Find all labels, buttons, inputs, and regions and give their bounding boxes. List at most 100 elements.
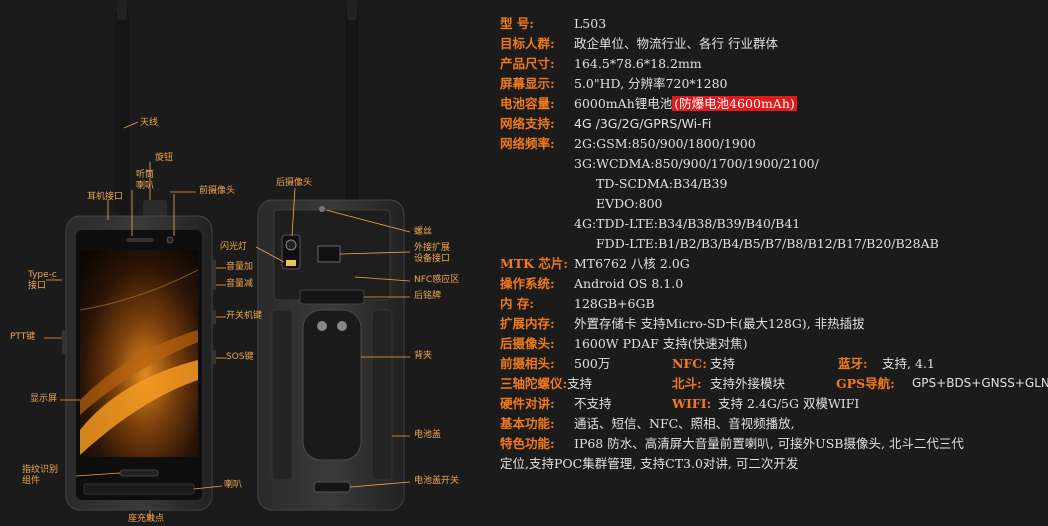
- spec-label: 北斗:: [672, 376, 702, 391]
- callout-power-key: 开关机键: [226, 311, 263, 321]
- spec-value: EVDO:800: [596, 196, 663, 211]
- back-phone: [257, 0, 405, 511]
- spec-row-size: 产品尺寸:164.5*78.6*18.2mm: [500, 54, 702, 73]
- spec-row-target: 目标人群: 政企单位、物流行业、各行 行业群体: [500, 34, 778, 53]
- callout-antenna: 天线: [140, 118, 159, 128]
- spec-row-feature: 特色功能: IP68 防水、高清屏大音量前置喇叭, 可接外USB摄像头, 北斗二代…: [500, 434, 964, 453]
- spec-value: 支持外接模块: [710, 376, 786, 391]
- spec-label: 型 号:: [500, 16, 534, 31]
- callout-rear-camera: 后摄像头: [276, 178, 313, 188]
- back-ext-contacts: [317, 245, 341, 263]
- spec-row-basic: 基本功能:通话、短信、NFC、照相、音视频播放,: [500, 414, 795, 433]
- spec-label: 网络频率:: [500, 136, 555, 151]
- callout-headphone-port: 耳机接口: [87, 192, 124, 202]
- spec-label: 屏幕显示:: [500, 76, 555, 91]
- spec-row-ext-memory: 扩展内存:外置存储卡 支持Micro-SD卡(最大128G), 非热插拔: [500, 314, 865, 333]
- callout-fingerprint: 指纹识别 组件: [22, 465, 59, 486]
- callout-screw: 螺丝: [414, 227, 433, 237]
- screen-wave-1: [80, 360, 198, 455]
- spec-value: 支持 2.4G/5G 双模WIFI: [718, 396, 860, 411]
- front-antenna-top: [117, 0, 127, 20]
- front-side-sos: [212, 350, 216, 364]
- spec-row-memory: 内 存: 128GB+6GB: [500, 294, 655, 313]
- callout-front-camera: 前摄像头: [199, 186, 236, 196]
- front-side-vol: [212, 260, 216, 290]
- spec-value: 支持: [710, 356, 736, 371]
- spec-label: 蓝牙:: [838, 356, 868, 371]
- spec-value: GPS+BDS+GNSS+GLN: [912, 376, 1048, 390]
- spec-value: 政企单位、物流行业、各行 行业群体: [574, 36, 778, 51]
- spec-value: 3G:WCDMA:850/900/1700/1900/2100/: [574, 156, 819, 171]
- callout-lines: [44, 121, 411, 520]
- clip-screw-1: [317, 321, 327, 331]
- callout-battery-cover-switch: 电池盖开关: [414, 476, 460, 486]
- back-antenna-top: [347, 0, 357, 20]
- spec-value: 1600W PDAF 支持(快速对焦): [574, 336, 748, 351]
- spec-value: 支持, 4.1: [882, 356, 935, 371]
- spec-value: 500万: [574, 356, 611, 371]
- phone-drawings: [44, 0, 411, 520]
- spec-row-cpu: MTK 芯片: MT6762 八核 2.0G: [500, 254, 690, 273]
- spec-row-model: 型 号: L503: [500, 14, 606, 33]
- callout-nameplate: 后铭牌: [414, 291, 442, 301]
- callout-volume-down: 音量减: [226, 279, 254, 289]
- back-flash: [286, 260, 296, 266]
- spec-row-os: 操作系统:Android OS 8.1.0: [500, 274, 683, 293]
- battery-cover-switch: [313, 481, 351, 493]
- spec-row-gyro-beidou-gps: 三轴陀螺仪:支持 北斗:支持外接模块 GPS导航:GPS+BDS+GNSS+GL…: [500, 374, 1048, 393]
- phone-illustrations: 天线 旋钮 听筒 喇叭 耳机接口 前摄像头 Type-c 接口 音量加 音量减 …: [0, 0, 490, 526]
- spec-label: MTK 芯片:: [500, 256, 568, 271]
- spec-label: 特色功能:: [500, 436, 555, 451]
- spec-value: 6000mAh锂电池: [574, 96, 673, 111]
- spec-value: L503: [574, 16, 607, 31]
- callout-ext-port: 外接扩展 设备接口: [414, 243, 451, 264]
- callout-sos-key: SOS键: [226, 352, 254, 362]
- spec-row-front-nfc-bt: 前摄相头:500万 NFC:支持 蓝牙:支持, 4.1: [500, 354, 935, 373]
- spec-value: 支持: [567, 376, 593, 391]
- spec-label: 基本功能:: [500, 416, 555, 431]
- spec-label: 目标人群:: [500, 36, 555, 51]
- battery-cover-ridge-r: [371, 309, 393, 481]
- back-antenna: [345, 10, 359, 215]
- back-clip: [302, 309, 362, 461]
- back-nameplate: [299, 289, 365, 305]
- spec-row-battery: 电池容量:6000mAh锂电池(防爆电池4600mAh): [500, 94, 797, 113]
- spec-row-screen: 屏幕显示: 5.0"HD, 分辨率720*1280: [500, 74, 727, 93]
- callout-knob: 旋钮: [155, 153, 174, 163]
- spec-value: 不支持: [574, 396, 612, 411]
- clip-screw-2: [337, 321, 347, 331]
- front-side-power: [212, 310, 216, 324]
- spec-value: FDD-LTE:B1/B2/B3/B4/B5/B7/B8/B12/B17/B20…: [596, 236, 939, 251]
- spec-value: IP68 防水、高清屏大音量前置喇叭, 可接外USB摄像头, 北斗二代三代: [574, 436, 964, 451]
- front-side-ptt: [62, 330, 66, 354]
- spec-row-freq: 网络频率:2G:GSM:850/900/1800/1900: [500, 134, 756, 153]
- spec-value: Android OS 8.1.0: [574, 276, 684, 291]
- spec-label: 内 存:: [500, 296, 534, 311]
- spec-row-freq-3g-b: TD-SCDMA:B34/B39: [596, 174, 727, 193]
- battery-highlight: (防爆电池4600mAh): [672, 96, 797, 111]
- spec-value: 4G:TDD-LTE:B34/B38/B39/B40/B41: [574, 216, 801, 231]
- callout-typec-port: Type-c 接口: [28, 270, 57, 291]
- spec-row-feature-cont: 定位,支持POC集群管理, 支持CT3.0对讲, 可二次开发: [500, 454, 798, 473]
- spec-row-freq-3g-a: 3G:WCDMA:850/900/1700/1900/2100/: [574, 154, 819, 173]
- battery-cover-ridge-l: [271, 309, 293, 481]
- spec-value: 5.0"HD, 分辨率720*1280: [574, 76, 728, 91]
- callout-nfc-area: NFC感应区: [414, 275, 460, 285]
- spec-value: 164.5*78.6*18.2mm: [574, 56, 702, 71]
- spec-value: MT6762 八核 2.0G: [574, 256, 690, 271]
- callout-back-clip: 背夹: [414, 351, 433, 361]
- spec-label: 硬件对讲:: [500, 396, 555, 411]
- spec-label: WIFI:: [672, 396, 712, 411]
- spec-row-freq-4g-b: FDD-LTE:B1/B2/B3/B4/B5/B7/B8/B12/B17/B20…: [596, 234, 939, 253]
- spec-label: GPS导航:: [836, 376, 895, 391]
- spec-row-rear-camera: 后摄像头: 1600W PDAF 支持(快速对焦): [500, 334, 748, 353]
- callout-speaker: 喇叭: [224, 480, 243, 490]
- spec-row-talk-wifi: 硬件对讲: 不支持 WIFI: 支持 2.4G/5G 双模WIFI: [500, 394, 859, 413]
- spec-value: 128GB+6GB: [574, 296, 655, 311]
- spec-label: 后摄像头:: [500, 336, 555, 351]
- spec-value: 定位,支持POC集群管理, 支持CT3.0对讲, 可二次开发: [500, 456, 799, 471]
- spec-label: 网络支持:: [500, 116, 555, 131]
- spec-value: 4G /3G/2G/GPRS/Wi-Fi: [574, 116, 712, 131]
- front-earpiece: [126, 238, 154, 242]
